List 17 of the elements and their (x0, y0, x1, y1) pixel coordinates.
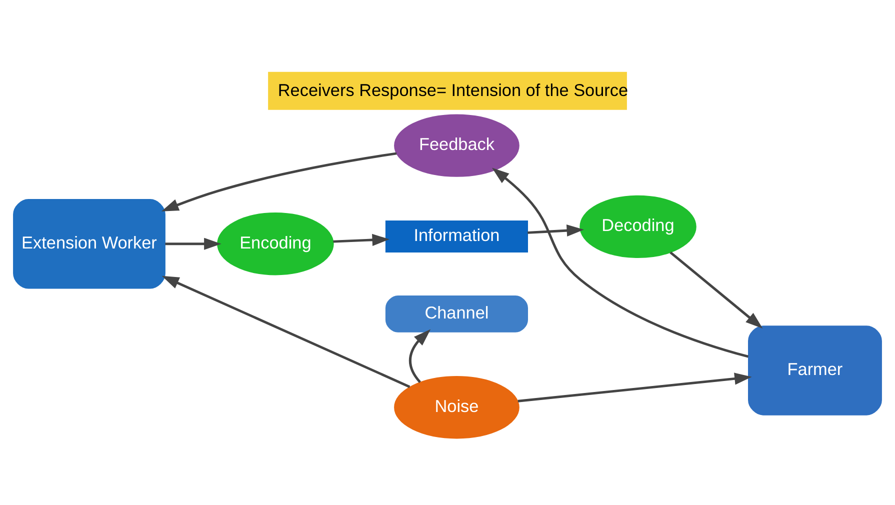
arrow (162, 276, 410, 388)
arrow (161, 152, 397, 212)
arrow (528, 224, 584, 237)
node-ellipse: Decoding (580, 195, 696, 258)
arrow (670, 251, 763, 328)
node-ellipse: Noise (394, 376, 520, 439)
node-box: Extension Worker (13, 199, 166, 289)
node-box: Farmer (748, 326, 882, 416)
arrow (165, 238, 222, 250)
node-box: Information (385, 220, 528, 252)
node-ellipse: Feedback (394, 114, 520, 177)
arrow (492, 168, 749, 358)
arrow (518, 372, 752, 402)
node-ellipse: Encoding (217, 212, 334, 276)
node-box: Channel (385, 296, 528, 332)
arrow (408, 329, 431, 383)
arrow (333, 234, 390, 246)
